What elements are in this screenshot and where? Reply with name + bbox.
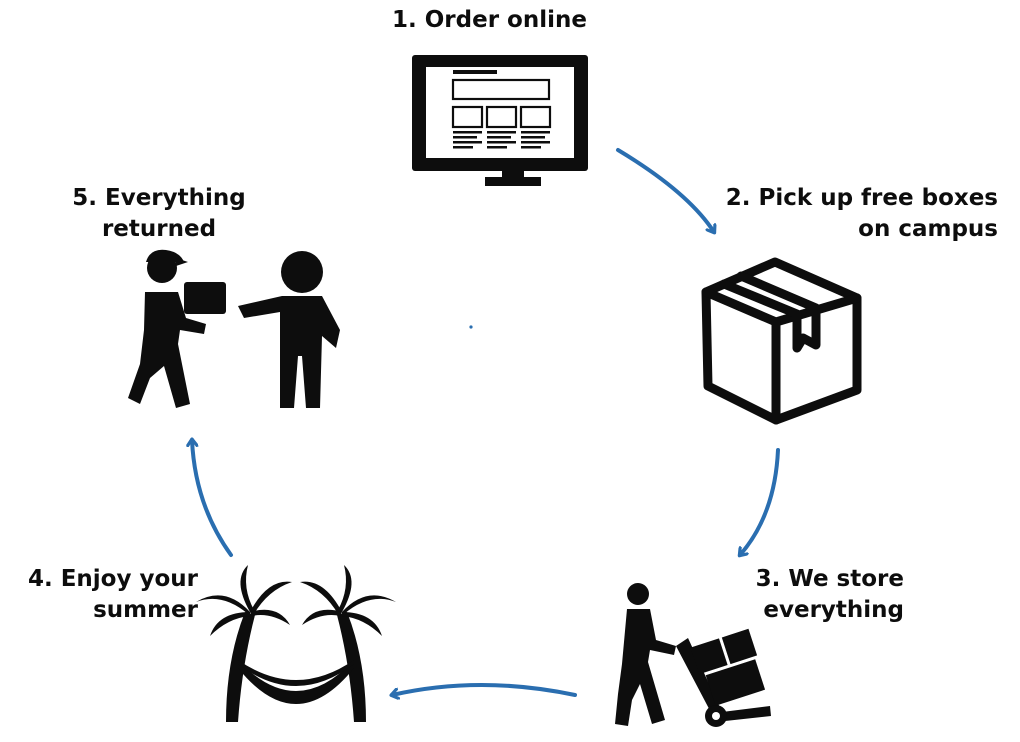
- arrow-4-to-5: [192, 440, 233, 557]
- computer-monitor-icon: [412, 55, 588, 186]
- blue-dot: [469, 325, 473, 329]
- arrow-2-to-3: [740, 448, 780, 555]
- cardboard-box-icon: [701, 257, 862, 425]
- step-5-label: 5. Everything returned: [72, 185, 246, 242]
- delivery-handoff-icon: [128, 249, 340, 408]
- arrow-3-to-4: [392, 683, 577, 695]
- palm-tree-hammock-icon: [196, 565, 396, 722]
- step-2-label: 2. Pick up free boxes on campus: [725, 185, 998, 242]
- step-4-label: 4. Enjoy your summer: [27, 566, 198, 623]
- hand-truck-worker-icon: [615, 583, 771, 727]
- step-3-label: 3. We store everything: [755, 566, 904, 623]
- step-1-label: 1. Order online: [392, 7, 587, 33]
- arrow-1-to-2: [616, 148, 714, 232]
